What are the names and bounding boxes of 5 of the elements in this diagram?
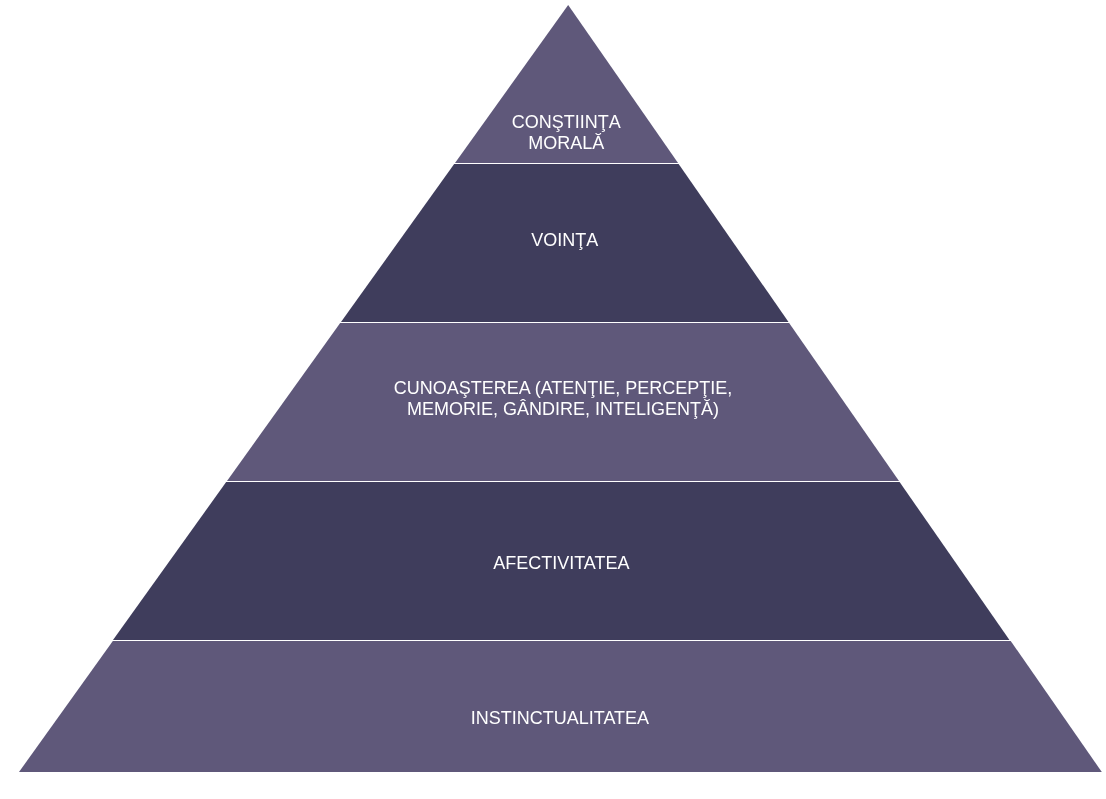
- tier-label: CONŞTIINŢA MORALĂ: [510, 112, 622, 154]
- tier-label: VOINŢA: [530, 230, 600, 251]
- tier-label: AFECTIVITATEA: [492, 553, 631, 574]
- tier-label: INSTINCTUALITATEA: [469, 708, 651, 729]
- tier-label: CUNOAŞTEREA (ATENŢIE, PERCEPŢIE, MEMORIE, GÂNDIRE, INTELIGENŢĂ): [392, 378, 734, 420]
